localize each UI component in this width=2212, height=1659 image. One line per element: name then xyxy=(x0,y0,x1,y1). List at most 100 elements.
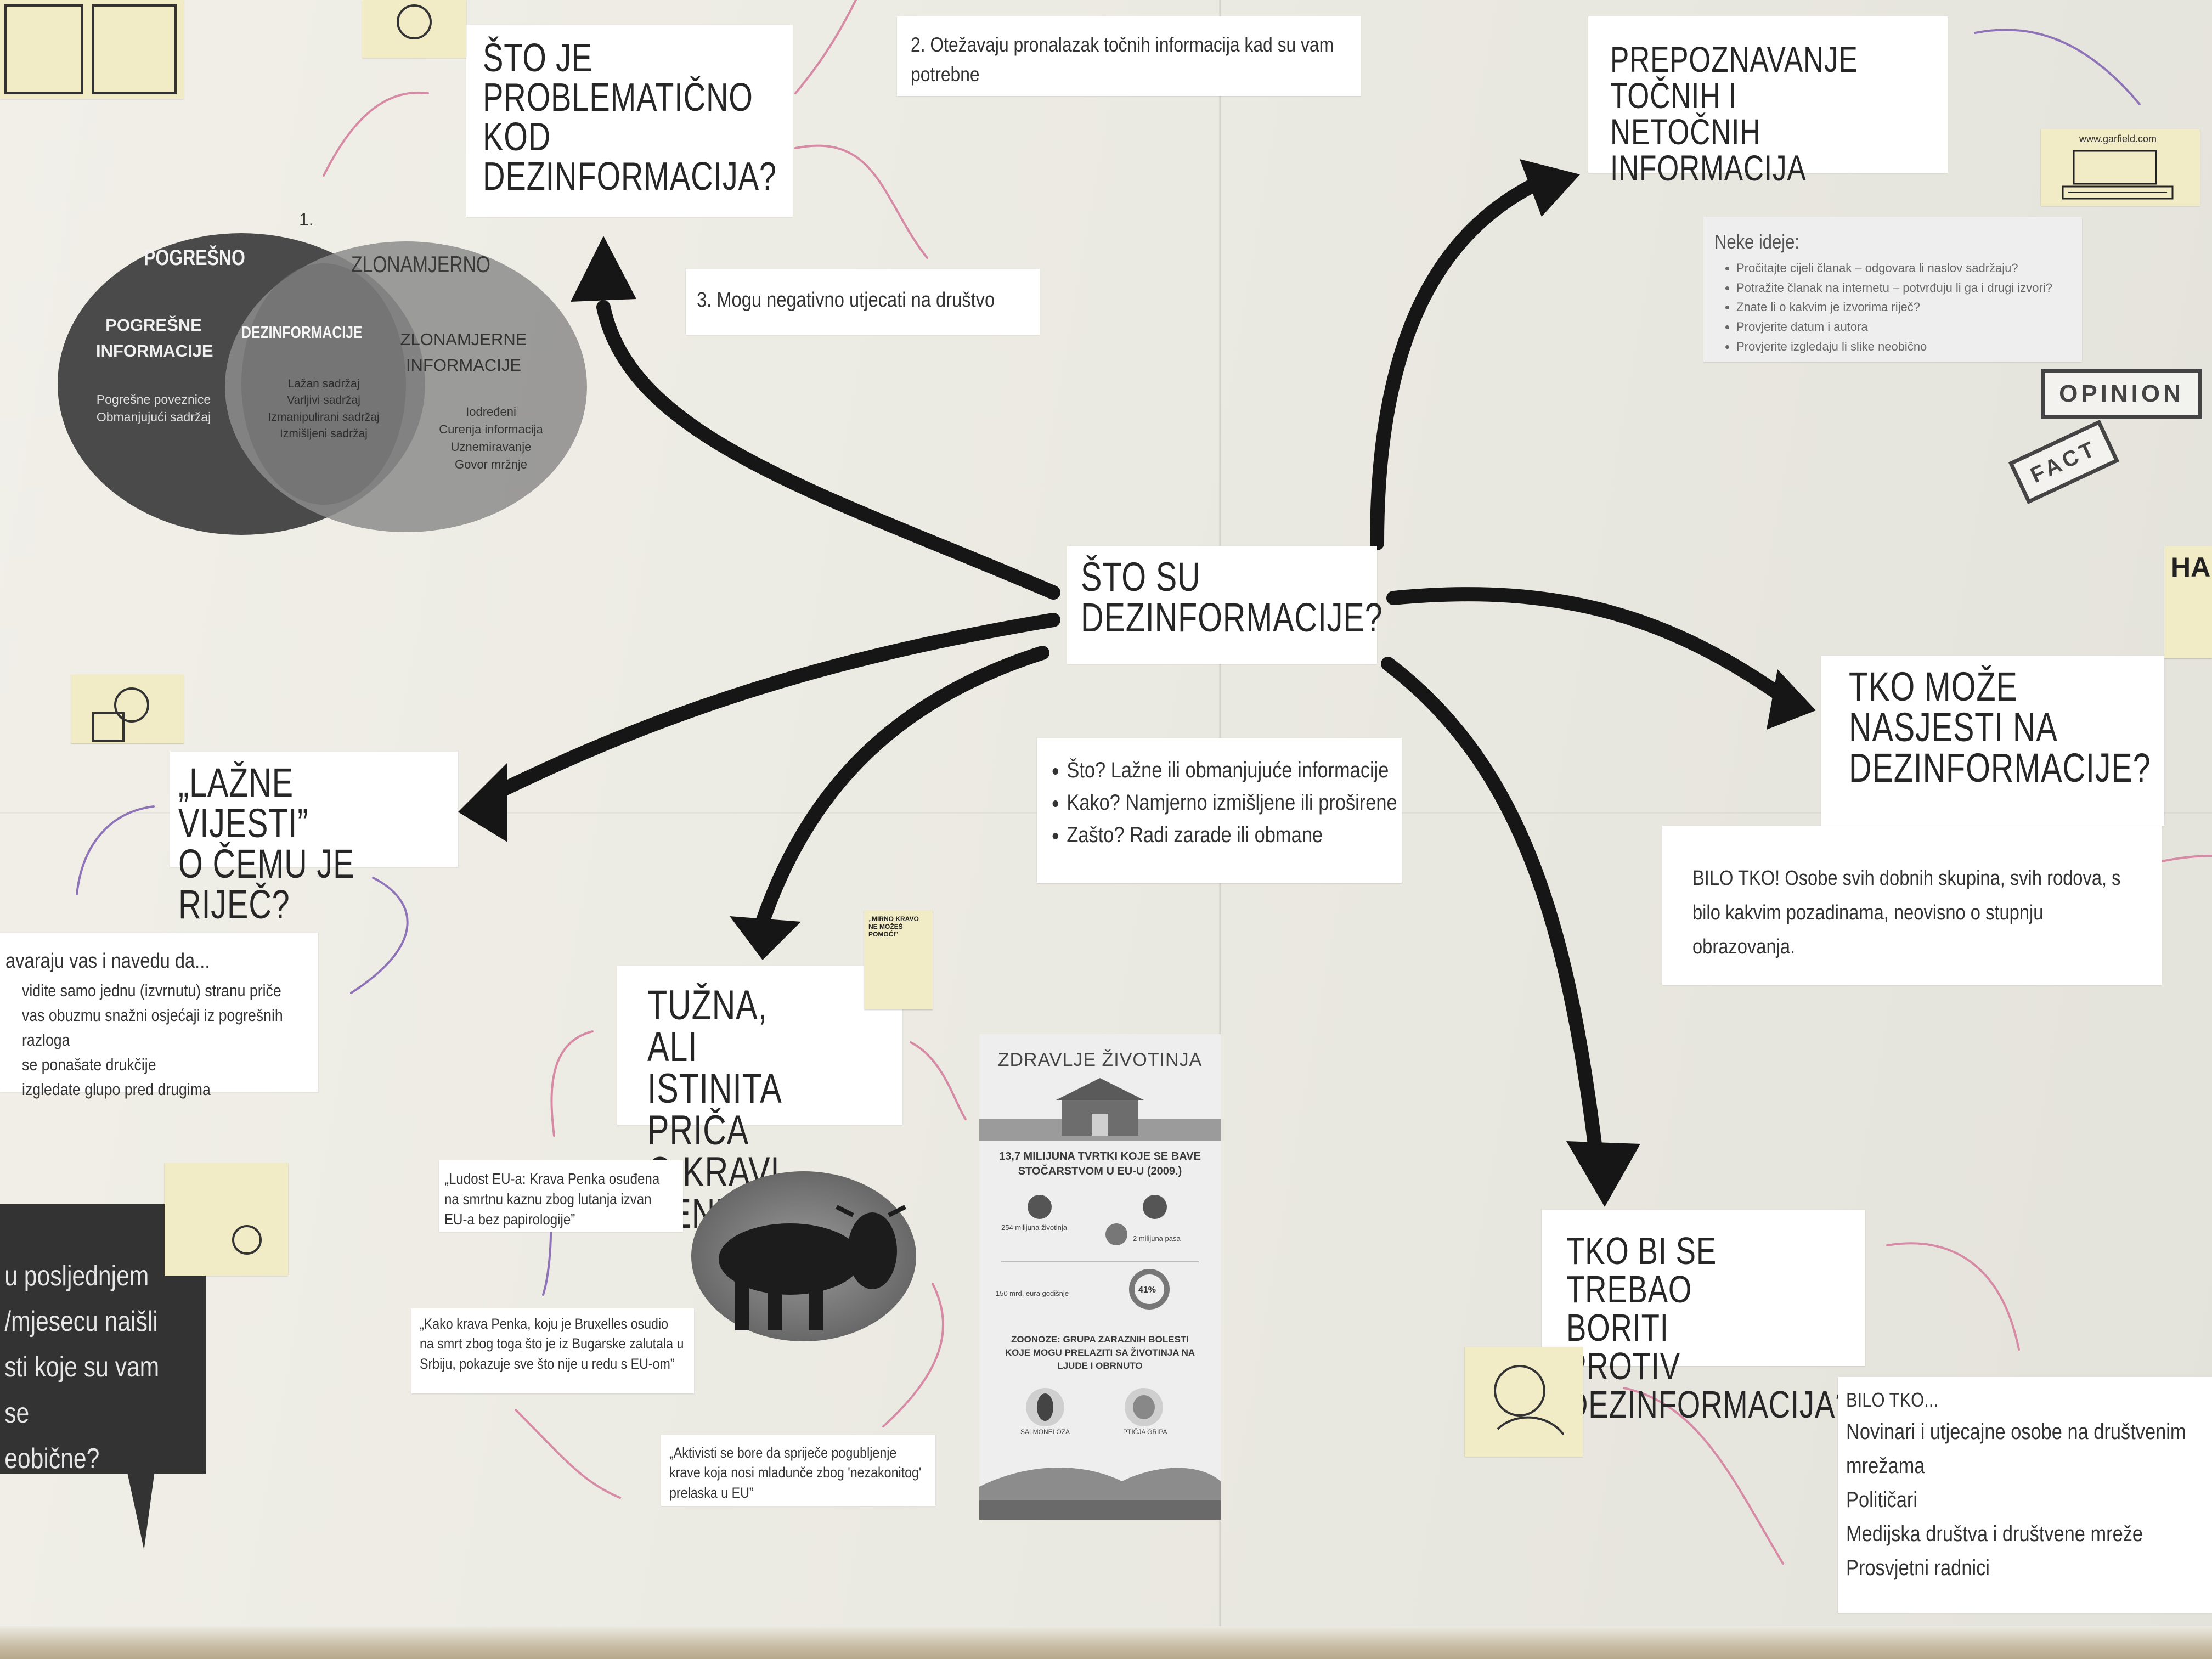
recognize-idea: Potražite članak na internetu – potvrđuj… xyxy=(1736,278,2071,298)
dark-panel-line: u posljednjem xyxy=(4,1260,149,1292)
fake-news-item: se ponašate drukčije xyxy=(22,1054,156,1074)
garfield-small-icon xyxy=(232,1225,262,1255)
recognize-ideas-list: Pročitajte cijeli članak – odgovara li n… xyxy=(1714,258,2071,356)
doodle-arrow-fight-2 xyxy=(1623,1387,1784,1565)
who-fight-answer: Političari xyxy=(1846,1488,1917,1512)
fake-news-title-card: „LAŽNE VIJESTI” O ČEMU JE RIJEČ? xyxy=(170,752,458,925)
who-fight-answer: Novinari i utjecajne osobe na društvenim… xyxy=(1846,1420,2186,1478)
center-title-line2: DEZINFORMACIJE? xyxy=(1081,595,1383,640)
cow-quote2-card: „Kako krava Penka, koju je Bruxelles osu… xyxy=(411,1308,694,1393)
arrow-to-who-fall xyxy=(1386,587,1790,704)
cow-title-line1: TUŽNA, ALI xyxy=(647,982,768,1070)
dark-panel-line: sti koje su vam se xyxy=(4,1351,160,1429)
doodle-arrow-problem-2 xyxy=(794,144,928,259)
doodle-arrow-cow-1 xyxy=(550,1030,594,1137)
comic-fake-news xyxy=(71,675,184,743)
center-notes-list: Što? Lažne ili obmanjujuće informacije K… xyxy=(1048,754,1416,852)
arrowhead-recognize xyxy=(1520,159,1580,217)
disease-2-label: PTIČJA GRIPA xyxy=(1123,1428,1167,1436)
animal-health-percent: 41% xyxy=(1138,1285,1156,1295)
venn-left-item: Pogrešne poveznice xyxy=(96,392,211,407)
garfield-comic-fight xyxy=(1465,1347,1583,1457)
who-fall-answer: BILO TKO! Osobe svih dobnih skupina, svi… xyxy=(1692,867,2121,959)
disease-icons xyxy=(1026,1388,1163,1426)
cow-quote3: „Aktivisti se bore da spriječe pogubljen… xyxy=(669,1444,922,1501)
who-fight-answer-title: BILO TKO... xyxy=(1846,1389,1939,1411)
arrowhead-fake-news xyxy=(458,763,507,842)
who-fall-title-line1: TKO MOŽE xyxy=(1849,664,2018,709)
problem-point1-number: 1. xyxy=(299,210,314,229)
garfield-head-icon xyxy=(397,4,432,40)
venn-middle-item: Izmanipulirani sadržaj xyxy=(268,410,380,424)
dark-panel-line: /mjesecu naišli xyxy=(4,1306,158,1338)
center-note-item: Što? Lažne ili obmanjujuće informacije xyxy=(1066,754,1415,787)
dark-panel-line: eobične? xyxy=(4,1442,100,1475)
venn-left-item: Obmanjujući sadržaj xyxy=(96,410,211,425)
arrow-to-fake-news xyxy=(484,613,1060,803)
who-fall-title-line2: NASJESTI NA xyxy=(1849,704,2058,750)
who-fall-title-line3: DEZINFORMACIJE? xyxy=(1849,745,2151,791)
cow-quote1: „Ludost EU-a: Krava Penka osuđena na smr… xyxy=(444,1170,660,1228)
computer-drawing-icon xyxy=(2062,150,2174,200)
animal-health-stat: 13,7 MILIJUNA TVRTKI KOJE SE BAVE STOČAR… xyxy=(999,1150,1201,1177)
recognize-ideas-title: Neke ideje: xyxy=(1714,230,1799,253)
table-surface xyxy=(0,1626,2212,1659)
animal-health-zoonoses: ZOONOZE: GRUPA ZARAZNIH BOLESTI KOJE MOG… xyxy=(1005,1334,1195,1371)
garfield-computer-comic: www.garfield.com xyxy=(2041,129,2200,206)
fake-news-item: vas obuzmu snažni osjećaji iz pogrešnih … xyxy=(22,1006,283,1049)
barn-icon xyxy=(979,1078,1221,1141)
venn-middle-item: Izmišljeni sadržaj xyxy=(280,427,368,441)
comic-strip-icon xyxy=(4,4,177,94)
problem-point2: 2. Otežavaju pronalazak točnih informaci… xyxy=(911,33,1334,86)
cow-quote2: „Kako krava Penka, koju je Bruxelles osu… xyxy=(420,1316,684,1372)
cow-comic-text: „MIRNO KRAVO NE MOŽEŠ POMOĆI” xyxy=(868,915,919,938)
comic-top-left xyxy=(0,0,184,99)
comic-caption: www.garfield.com xyxy=(2079,133,2157,144)
comic-top-problem xyxy=(362,0,466,58)
venn-right-item: Iodređeni xyxy=(466,405,516,419)
fake-news-title-line2: O ČEMU JE RIJEČ? xyxy=(178,841,355,927)
center-title-line1: ŠTO SU xyxy=(1081,554,1201,600)
center-title-card: ŠTO SU DEZINFORMACIJE? xyxy=(1067,546,1383,664)
recognize-idea: Pročitajte cijeli članak – odgovara li n… xyxy=(1736,258,2071,278)
problem-point3: 3. Mogu negativno utjecati na društvo xyxy=(697,289,995,312)
fact-2: 2 milijuna pasa xyxy=(1133,1234,1181,1243)
doodle-arrow-fake-2 xyxy=(350,877,409,994)
partial-heading: HA xyxy=(2171,552,2211,583)
recognize-title-line3: INFORMACIJA xyxy=(1610,148,1807,188)
doodle-arrow-fake-1 xyxy=(76,805,155,895)
fake-news-title-line1: „LAŽNE VIJESTI” xyxy=(178,760,309,846)
recognize-ideas-card: Neke ideje: Pročitajte cijeli članak – o… xyxy=(1703,217,2082,362)
comic-cow: „MIRNO KRAVO NE MOŽEŠ POMOĆI” xyxy=(864,911,933,1009)
recognize-title-card: PREPOZNAVANJE TOČNIH I NETOČNIH INFORMAC… xyxy=(1588,16,1948,186)
arrowhead-problem xyxy=(571,236,636,302)
arrowhead-cow xyxy=(730,916,801,960)
character-drawing-icon xyxy=(92,687,149,742)
venn-left-items: Pogrešne poveznice Obmanjujući sadržaj xyxy=(82,391,225,426)
animal-health-infographic: ZDRAVLJE ŽIVOTINJA 13,7 MILIJUNA TVRTKI … xyxy=(979,1034,1221,1520)
who-fight-answer: Prosvjetni radnici xyxy=(1846,1556,1990,1580)
who-fall-title-card: TKO MOŽE NASJESTI NA DEZINFORMACIJE? xyxy=(1821,656,2164,826)
venn-middle-item: Varljivi sadržaj xyxy=(287,394,360,407)
doodle-arrow-cow-4 xyxy=(882,1283,944,1427)
doodle-arrow-fight-1 xyxy=(1886,1242,2020,1351)
doodle-arrow-cow-3 xyxy=(515,1409,621,1499)
who-fight-answer-card: BILO TKO... Novinari i utjecajne osobe n… xyxy=(1838,1377,2212,1613)
fact-3: 150 mrd. eura godišnje xyxy=(996,1289,1069,1297)
opinion-stamp: OPINION xyxy=(2041,369,2202,419)
who-fall-answer-card: BILO TKO! Osobe svih dobnih skupina, svi… xyxy=(1662,826,2162,985)
problem-title-line3: KOD xyxy=(483,115,551,159)
fake-news-item: vidite samo jednu (izvrnutu) stranu prič… xyxy=(22,981,281,1001)
cow-quote1-card: „Ludost EU-a: Krava Penka osuđena na smr… xyxy=(439,1160,683,1232)
venn-left-sub: POGREŠNE INFORMACIJE xyxy=(96,315,213,360)
garfield-comic-right-edge: HA xyxy=(2164,546,2212,658)
venn-left-title: POGREŠNO xyxy=(144,246,245,270)
venn-middle-sub: DEZINFORMACIJE xyxy=(241,323,363,342)
doodle-arrow-problem-3 xyxy=(794,0,857,94)
venn-right-title: ZLONAMJERNO xyxy=(351,251,490,277)
problem-point3-card: 3. Mogu negativno utjecati na društvo xyxy=(686,269,1040,335)
problem-title-line2: PROBLEMATIČNO xyxy=(483,76,753,120)
doodle-arrow-recognize xyxy=(1974,29,2141,105)
garfield-drawing-icon xyxy=(1494,1365,1565,1436)
problem-title-card: ŠTO JE PROBLEMATIČNO KOD DEZINFORMACIJA? xyxy=(466,25,793,217)
